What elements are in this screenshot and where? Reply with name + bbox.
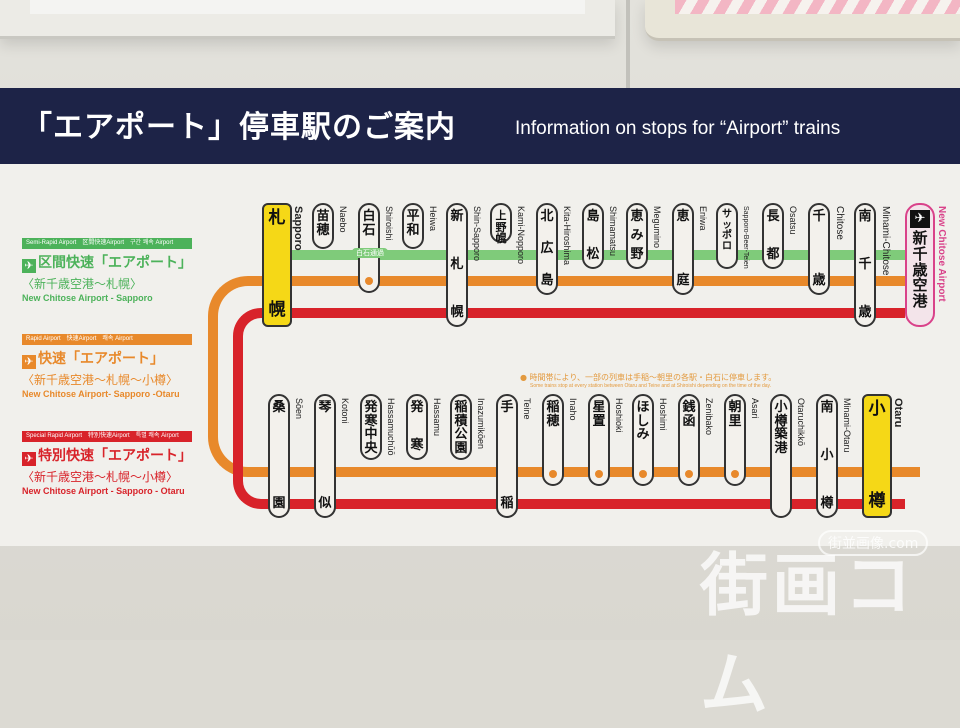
station-name-en: Inazumikōen: [476, 398, 486, 450]
station-asari[interactable]: 朝里: [724, 394, 746, 486]
legend-semi-rapid: Semi-Rapid Airport 区間快速Airport 구간 쾌속 Air…: [22, 238, 192, 303]
station-kotoni[interactable]: 琴似: [314, 394, 336, 518]
station-name-en: Eniwa: [698, 206, 708, 231]
station-name-en: Zenibako: [704, 398, 714, 436]
station-name-en: Asari: [750, 398, 760, 419]
station-osatsu[interactable]: 長都: [762, 203, 784, 269]
station-kita-hiroshima[interactable]: 北広島: [536, 203, 558, 295]
station-sapporo-beer-teien[interactable]: サッポロ: [716, 203, 738, 269]
station-heiwa[interactable]: 平和: [402, 203, 424, 249]
title-en: Information on stops for “Airport” train…: [515, 118, 841, 139]
station-minami-chitose[interactable]: 南千歳: [854, 203, 876, 327]
legend-bar: Special Rapid Airport 特別快速Airport 특별 쾌속 …: [22, 431, 192, 442]
legend-special-rapid: Special Rapid Airport 特別快速Airport 특별 쾌속 …: [22, 431, 192, 496]
station-name-en: Shin-Sapporo: [472, 206, 482, 262]
station-eniwa[interactable]: 恵庭: [672, 203, 694, 295]
station-hassamu[interactable]: 発寒: [406, 394, 428, 460]
legend-name: 区間快速「エアポート」: [38, 255, 192, 271]
legend-rapid: Rapid Airport 快速Airport 쾌속 Airport ✈快速「エ…: [22, 334, 192, 399]
station-teine[interactable]: 手稲: [496, 394, 518, 518]
station-minami-otaru[interactable]: 南小樽: [816, 394, 838, 518]
legend-route-jp: 〈新千歳空港〜札幌〉: [22, 277, 143, 291]
station-shin-sapporo[interactable]: 新札幌: [446, 203, 468, 327]
station-zenibako[interactable]: 銭函: [678, 394, 700, 486]
station-name-en: Megumino: [652, 206, 662, 249]
station-megumino[interactable]: 恵み野: [626, 203, 648, 269]
legend-route-jp: 〈新千歳空港〜札幌〜小樽〉: [22, 470, 179, 484]
rapid-stop-dot: [639, 470, 647, 478]
legend-route-en: New Chitose Airport- Sapporo -Otaru: [22, 389, 180, 399]
station-inaho[interactable]: 稲穂: [542, 394, 564, 486]
station-soen[interactable]: 桑園: [268, 394, 290, 518]
legend-route-jp: 〈新千歳空港〜札幌〜小樽〉: [22, 373, 179, 387]
legend-bar: Semi-Rapid Airport 区間快速Airport 구간 쾌속 Air…: [22, 238, 192, 249]
airplane-icon: ✈: [22, 259, 36, 273]
timing-note-en: Some trains stop at every station betwee…: [530, 383, 772, 389]
timing-note-jp: ● 時間帯により、一部の列車は手稲〜朝里の各駅・白石に停車します。: [520, 373, 777, 382]
non-stop-badge: 白石通過: [352, 248, 388, 258]
legend-bar: Rapid Airport 快速Airport 쾌속 Airport: [22, 334, 192, 345]
station-name-en: Hassamuchūō: [386, 398, 396, 456]
legend-name: 特別快速「エアポート」: [38, 448, 192, 464]
station-name-en: Otaru: [892, 398, 904, 428]
station-name-en: Naebo: [338, 206, 348, 233]
station-chitose[interactable]: 千歳: [808, 203, 830, 295]
route-information-board: 「エアポート」停車駅のご案内 Information on stops for …: [0, 88, 960, 546]
station-name-en: Sapporo-Beer-Teien: [742, 206, 749, 269]
airplane-icon: ✈: [22, 355, 36, 369]
board-header: 「エアポート」停車駅のご案内 Information on stops for …: [0, 88, 960, 164]
station-hassamuchuo[interactable]: 発寒中央: [360, 394, 382, 460]
airplane-icon: ✈: [910, 210, 930, 228]
special-rapid-line: [233, 308, 905, 509]
legend-route-en: New Chitose Airport - Sapporo - Otaru: [22, 486, 185, 496]
station-name-en: Kami-Nopporo: [516, 206, 526, 265]
station-name-en: Sapporo: [292, 206, 304, 251]
station-name-en: Teine: [522, 398, 532, 420]
station-name-en: Osatsu: [788, 206, 798, 235]
station-name-en: Sōen: [294, 398, 304, 420]
rapid-stop-dot: [549, 470, 557, 478]
station-name-en: New Chitose Airport: [936, 206, 947, 302]
upper-right-display-frame: [645, 0, 960, 41]
station-name-en: Kita-Hiroshima: [562, 206, 572, 266]
legend-route-en: New Chitose Airport - Sapporo: [22, 293, 153, 303]
rapid-stop-dot: [595, 470, 603, 478]
station-name-en: Chitose: [834, 206, 845, 240]
station-inazumikoen[interactable]: 稲積公園: [450, 394, 472, 460]
station-name-en: Shiroishi: [384, 206, 394, 241]
rapid-stop-dot: [731, 470, 739, 478]
station-hoshimi[interactable]: ほしみ: [632, 394, 654, 486]
station-name-en: Inaho: [568, 398, 578, 421]
station-name-en: Kotoni: [340, 398, 350, 424]
rapid-line: [208, 276, 920, 477]
station-name-en: Hoshimi: [658, 398, 668, 431]
station-kami-nopporo[interactable]: 上野幌: [490, 203, 512, 244]
station-hoshioki[interactable]: 星置: [588, 394, 610, 486]
station-name-en: Hassamu: [432, 398, 442, 437]
rapid-stop-dot: [365, 277, 373, 285]
title-jp: 「エアポート」停車駅のご案内: [22, 110, 456, 145]
station-otaruchikko[interactable]: 小樽築港: [770, 394, 792, 518]
wall-divider: [626, 0, 630, 90]
station-name-en: Shimamatsu: [608, 206, 618, 257]
upper-left-display-frame: [0, 0, 615, 39]
station-name-en: Otaruchikkō: [796, 398, 806, 447]
station-sapporo[interactable]: 札幌: [262, 203, 292, 327]
station-name-en: Hoshioki: [614, 398, 624, 433]
airplane-icon: ✈: [22, 452, 36, 466]
rapid-stop-dot: [685, 470, 693, 478]
station-name-en: Heiwa: [428, 206, 438, 232]
station-name-en: Minami-Otaru: [842, 398, 852, 453]
watermark-url: 街並画像.com: [818, 530, 929, 556]
legend-name: 快速「エアポート」: [38, 351, 164, 367]
station-otaru[interactable]: 小樽: [862, 394, 892, 518]
station-name-en: Minami-Chitose: [880, 206, 891, 276]
station-naebo[interactable]: 苗穂: [312, 203, 334, 249]
station-new-chitose-airport[interactable]: ✈新千歳空港: [905, 203, 935, 327]
station-shimamatsu[interactable]: 島松: [582, 203, 604, 269]
watermark-logo: 街画コム: [700, 547, 917, 725]
